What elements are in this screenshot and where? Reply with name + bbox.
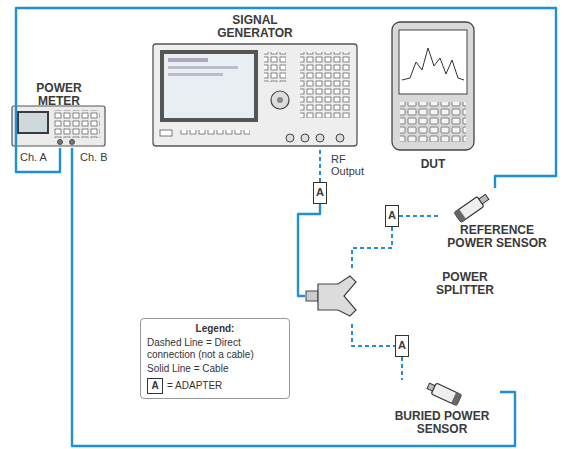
port-label: RF Output <box>331 153 371 177</box>
direct-connection <box>399 215 438 217</box>
adapter-sample: A <box>147 378 163 394</box>
reference-sensor-illustration <box>454 192 490 222</box>
cable <box>16 8 556 188</box>
direct-connection <box>352 227 392 268</box>
node-title: BURIED POWER SENSOR <box>390 410 494 436</box>
power-splitter-illustration <box>306 276 356 316</box>
node-title: DUT <box>383 158 483 171</box>
power-splitter: POWER SPLITTER <box>305 268 510 324</box>
node-title: SIGNAL GENERATOR <box>210 14 300 40</box>
buried-sensor-illustration <box>426 380 462 405</box>
signal-generator: SIGNAL GENERATOR <box>150 12 360 150</box>
dut: DUT <box>383 16 483 176</box>
dut-illustration <box>392 22 474 150</box>
adapter-letter: A <box>386 206 398 225</box>
legend-text: Solid Line = Cable <box>147 363 228 374</box>
legend-title: Legend: <box>147 323 283 335</box>
power-meter-illustration <box>12 106 105 146</box>
node-title: REFERENCE POWER SENSOR <box>445 224 549 250</box>
adapter: A <box>313 182 327 204</box>
adapter-letter: A <box>314 183 326 202</box>
legend-row: Dashed Line = Direct connection (not a c… <box>147 337 283 361</box>
adapter: A <box>385 205 399 227</box>
cable <box>298 204 320 296</box>
channel-label: Ch. A <box>20 151 47 163</box>
legend-row: Solid Line = Cable <box>147 363 283 375</box>
adapter-letter: A <box>396 336 408 355</box>
cable <box>72 148 515 446</box>
power-meter: POWER METER <box>8 80 110 148</box>
reference-power-sensor: REFERENCE POWER SENSOR <box>438 188 556 258</box>
direct-connection <box>401 357 403 380</box>
legend-row: A = ADAPTER <box>147 378 283 394</box>
node-title: POWER SPLITTER <box>425 271 505 297</box>
legend-box: Legend: Dashed Line = Direct connection (… <box>140 318 290 399</box>
channel-label: Ch. B <box>80 151 108 163</box>
adapter: A <box>395 335 409 357</box>
node-title: POWER METER <box>29 82 89 108</box>
legend-text: = ADAPTER <box>167 380 222 391</box>
direct-connection <box>352 324 395 346</box>
legend-text: Dashed Line = Direct connection (not a c… <box>147 337 254 360</box>
buried-power-sensor: BURIED POWER SENSOR <box>385 380 500 442</box>
direct-connection <box>319 150 321 182</box>
signal-generator-illustration <box>153 44 357 146</box>
